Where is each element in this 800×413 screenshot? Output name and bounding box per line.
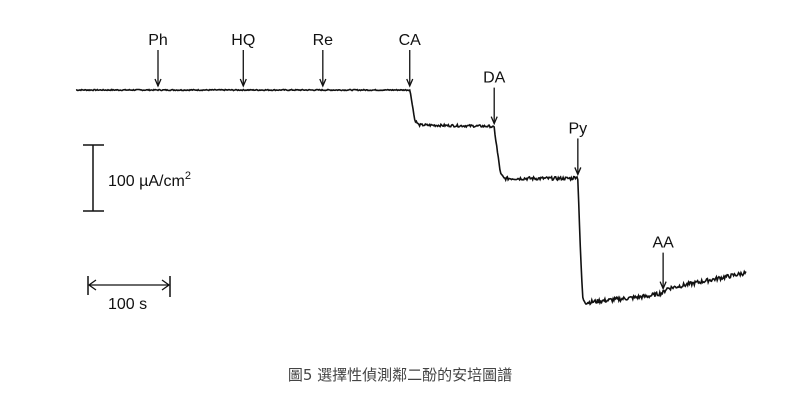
event-marker-py: Py (569, 120, 588, 177)
event-label: Ph (148, 32, 168, 49)
current-trace (75, 88, 747, 306)
event-marker-ph: Ph (148, 32, 168, 88)
y-scale-bar: 100 µA/cm2 (83, 144, 191, 212)
event-label: CA (399, 32, 422, 49)
arrow-down-icon (239, 78, 247, 88)
event-marker-re: Re (313, 32, 334, 88)
arrow-down-icon (319, 78, 327, 88)
arrow-down-icon (574, 167, 582, 177)
figure-caption: 圖5 選擇性偵測鄰二酚的安培圖譜 (287, 366, 513, 384)
arrow-down-icon (490, 116, 498, 126)
event-marker-ca: CA (399, 32, 422, 88)
event-label: DA (483, 70, 506, 87)
event-label: Py (569, 120, 588, 137)
event-marker-hq: HQ (231, 32, 255, 88)
arrow-down-icon (406, 78, 414, 88)
event-label: HQ (231, 32, 255, 49)
x-scale-bar: 100 s (87, 276, 171, 313)
arrow-down-icon (154, 78, 162, 88)
arrow-down-icon (659, 281, 667, 291)
x-scale-label: 100 s (108, 296, 147, 313)
event-label: Re (313, 32, 334, 49)
event-marker-da: DA (483, 70, 506, 126)
event-label: AA (652, 235, 674, 252)
event-marker-aa: AA (652, 235, 674, 291)
y-scale-label: 100 µA/cm2 (108, 170, 191, 190)
